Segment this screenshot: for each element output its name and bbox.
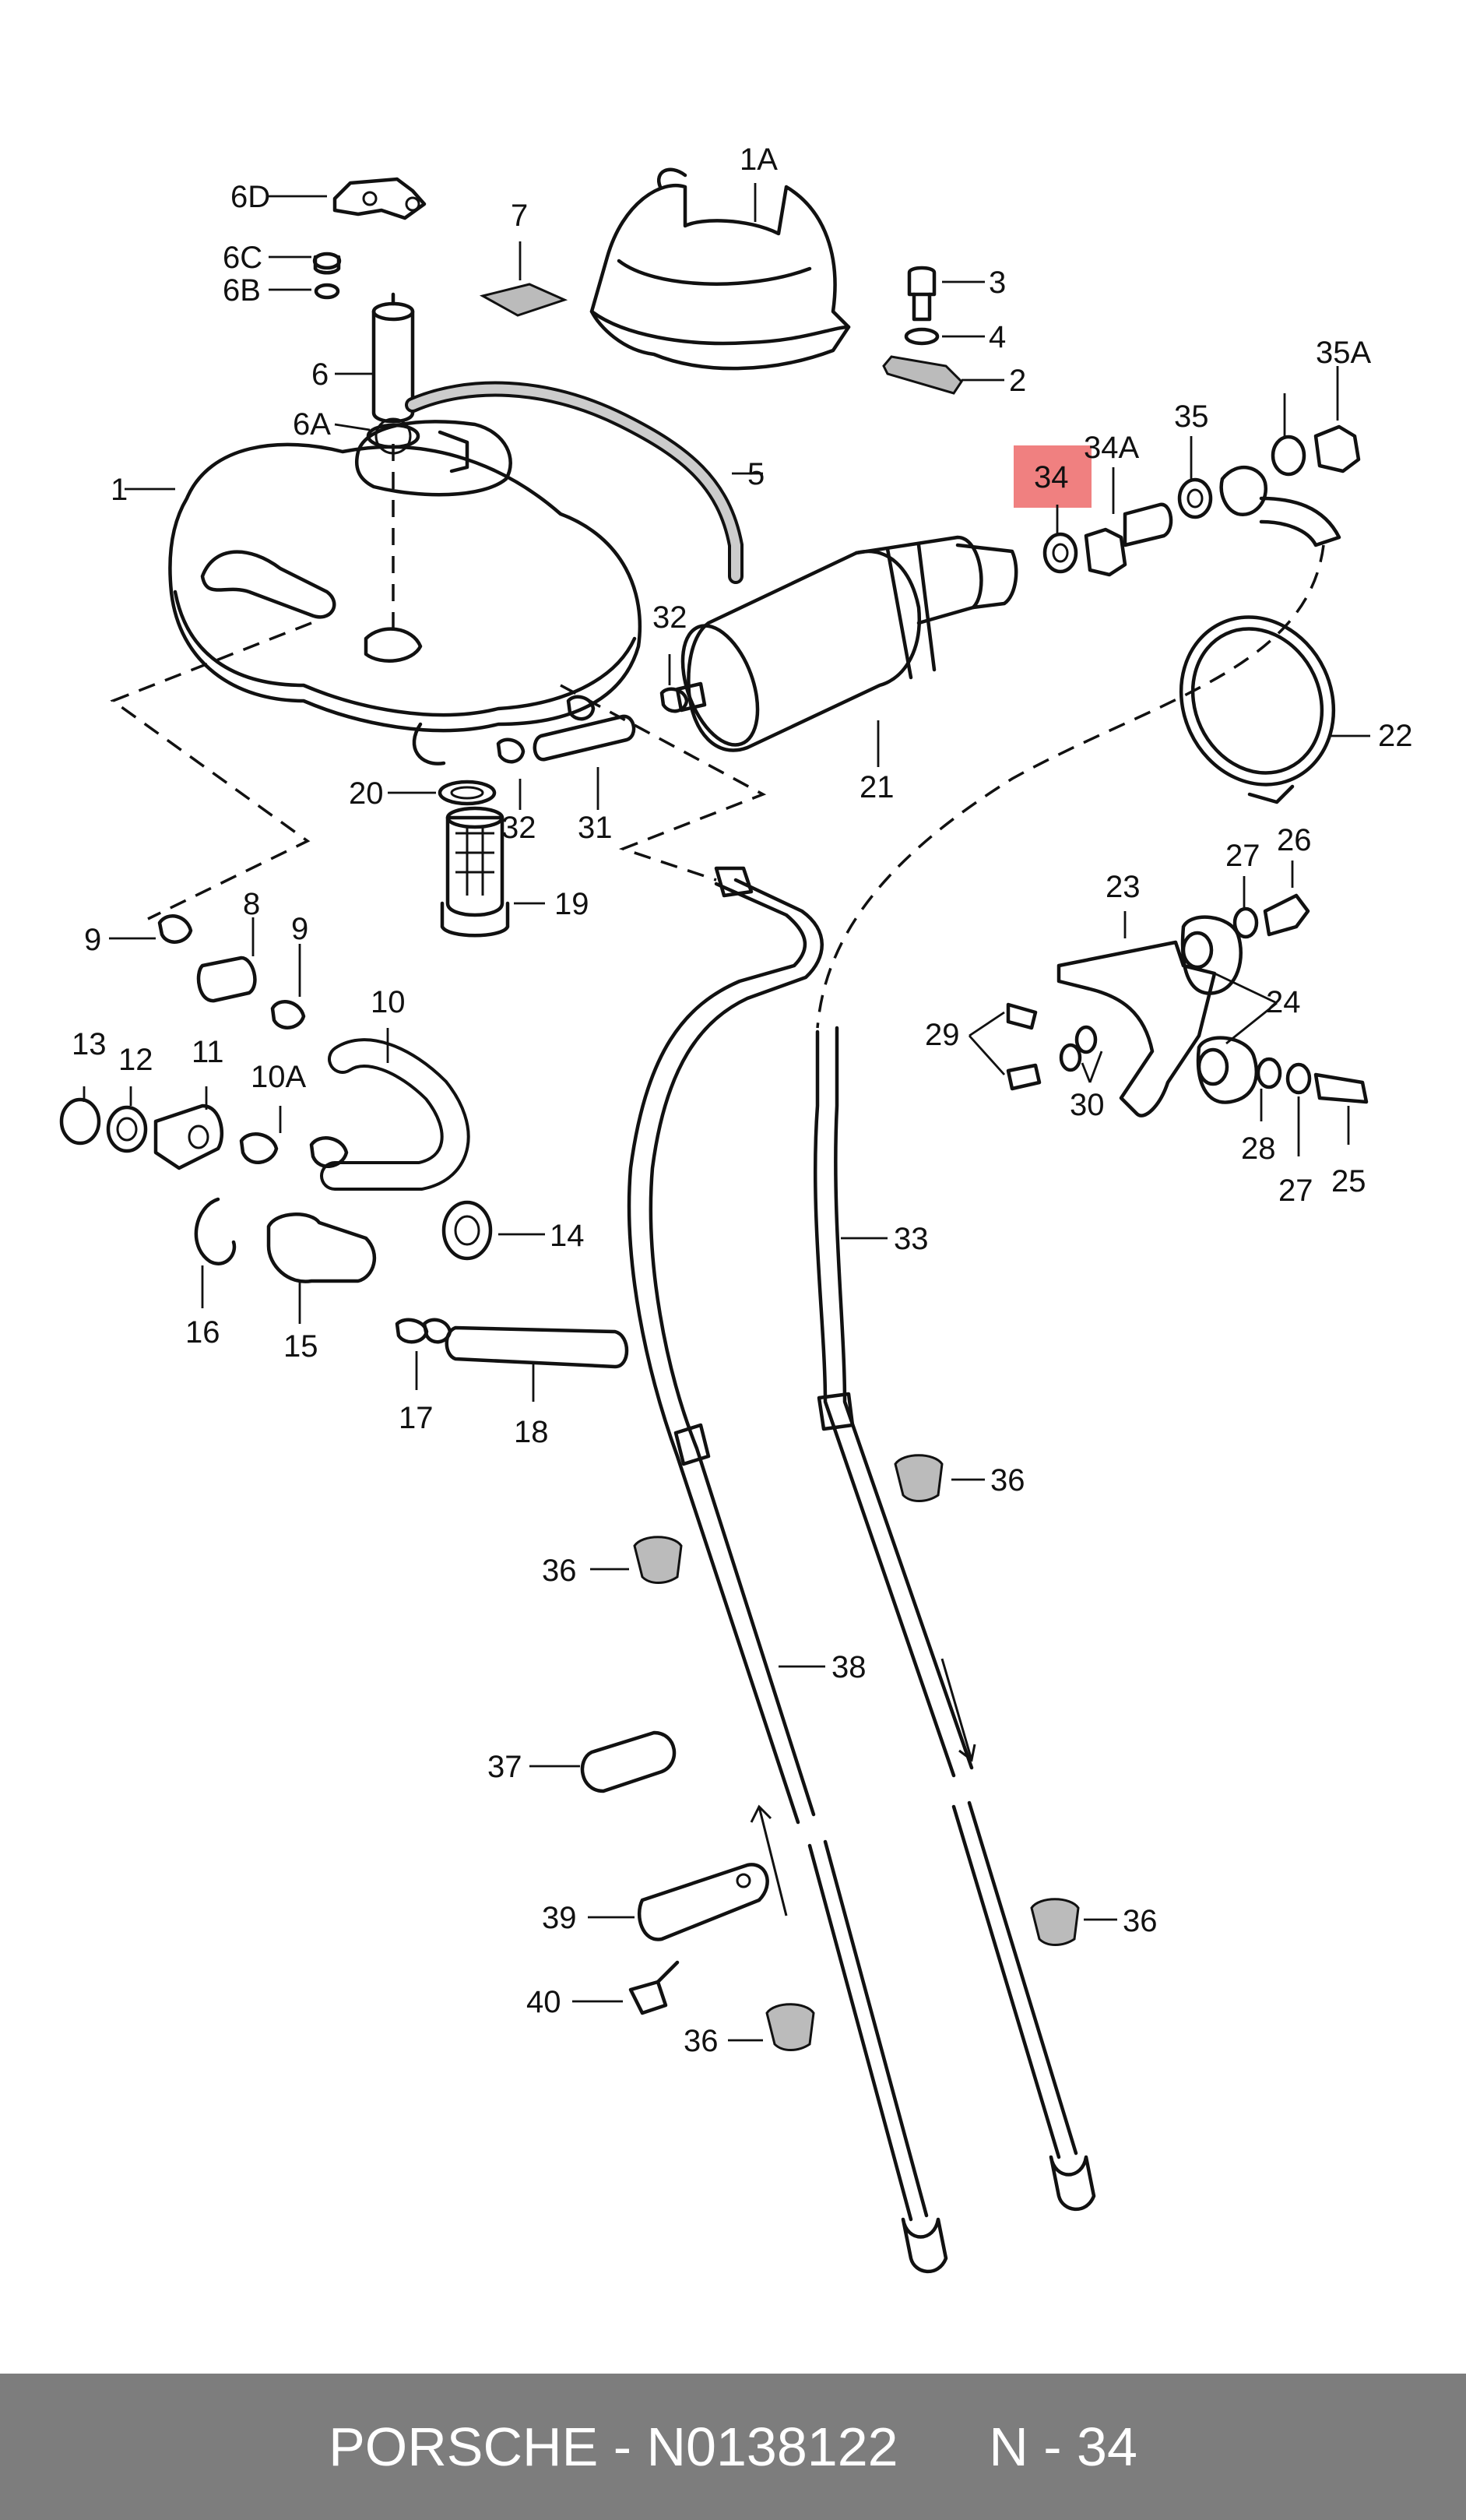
bolt-washer-bracket — [882, 266, 1004, 395]
vent-hose — [405, 381, 763, 584]
pump-fittings — [1042, 366, 1361, 577]
pump-hoses — [388, 654, 689, 938]
label-1: 1 — [111, 473, 128, 507]
label-6d: 6D — [230, 180, 270, 214]
fuel-lines — [627, 866, 1096, 2274]
label-38: 38 — [831, 1650, 867, 1684]
label-34: 34 — [1034, 460, 1069, 494]
label-11: 11 — [192, 1035, 224, 1069]
label-22: 22 — [1378, 719, 1413, 753]
highlight-box — [1014, 445, 1092, 508]
footer-separator: - — [598, 2416, 647, 2477]
label-10a: 10A — [251, 1060, 306, 1094]
sender-unit — [269, 177, 427, 449]
label-34a: 34A — [1084, 431, 1139, 465]
label-36-a: 36 — [990, 1463, 1025, 1498]
label-9-left: 9 — [84, 923, 101, 957]
label-15: 15 — [283, 1329, 318, 1364]
label-24: 24 — [1266, 985, 1301, 1019]
label-28: 28 — [1241, 1132, 1276, 1166]
label-26: 26 — [1277, 823, 1312, 857]
label-31: 31 — [578, 811, 613, 845]
label-13: 13 — [72, 1027, 107, 1061]
label-40: 40 — [526, 1985, 561, 2019]
pump-bracket — [968, 861, 1369, 1156]
label-29: 29 — [925, 1018, 960, 1052]
label-39: 39 — [542, 1901, 577, 1935]
label-32-right: 32 — [652, 600, 687, 635]
label-6: 6 — [311, 357, 329, 392]
label-21: 21 — [860, 770, 895, 804]
filter-pad — [479, 241, 568, 317]
label-23: 23 — [1106, 870, 1141, 904]
parts-diagram: 1A 7 6D 6C 6B 6 6A 5 1 3 4 2 34 34A 35 3… — [59, 143, 1413, 2274]
label-2: 2 — [1009, 364, 1026, 398]
label-36-b: 36 — [542, 1554, 577, 1588]
label-20: 20 — [349, 776, 384, 811]
label-32-left: 32 — [501, 811, 536, 845]
fuel-tank — [125, 417, 642, 766]
label-17: 17 — [399, 1401, 434, 1435]
tank-cover — [589, 167, 851, 371]
label-19: 19 — [554, 887, 589, 921]
label-5: 5 — [747, 457, 765, 491]
fuel-pump — [675, 535, 1018, 767]
label-6c: 6C — [223, 241, 262, 275]
label-14: 14 — [550, 1219, 585, 1253]
label-27-top: 27 — [1225, 839, 1260, 873]
part-number: N0138122 — [646, 2416, 898, 2477]
label-37: 37 — [487, 1750, 522, 1784]
label-27-bottom: 27 — [1278, 1174, 1313, 1208]
label-6a: 6A — [293, 407, 331, 442]
label-33: 33 — [894, 1222, 929, 1256]
hose-17-18 — [395, 1318, 629, 1402]
callout-labels: 1A 7 6D 6C 6B 6 6A 5 1 3 4 2 34 34A 35 3… — [72, 143, 1413, 2058]
grommets-clips — [529, 1454, 1117, 2051]
label-6b: 6B — [223, 273, 261, 308]
label-35a: 35A — [1316, 336, 1371, 370]
label-18: 18 — [514, 1415, 549, 1449]
label-25: 25 — [1331, 1164, 1366, 1198]
label-10: 10 — [371, 985, 406, 1019]
label-16: 16 — [185, 1315, 220, 1350]
label-12: 12 — [118, 1043, 153, 1077]
label-8: 8 — [243, 887, 260, 921]
footer-bar: PORSCHE - N0138122 N - 34 — [0, 2374, 1466, 2520]
label-36-c: 36 — [1123, 1904, 1158, 1938]
clamp-ring — [1179, 615, 1370, 804]
page-reference: N - 34 — [989, 2416, 1137, 2477]
footer-gap — [898, 2416, 990, 2478]
label-9-right: 9 — [291, 912, 308, 946]
label-36-d: 36 — [684, 2024, 719, 2058]
label-4: 4 — [989, 320, 1006, 354]
label-7: 7 — [511, 199, 528, 233]
label-30: 30 — [1070, 1088, 1105, 1122]
label-35-top: 35 — [1174, 399, 1209, 434]
brand-name: PORSCHE — [329, 2416, 599, 2477]
label-1a: 1A — [740, 143, 778, 177]
label-3: 3 — [989, 266, 1006, 300]
small-parts-left — [59, 914, 545, 1324]
